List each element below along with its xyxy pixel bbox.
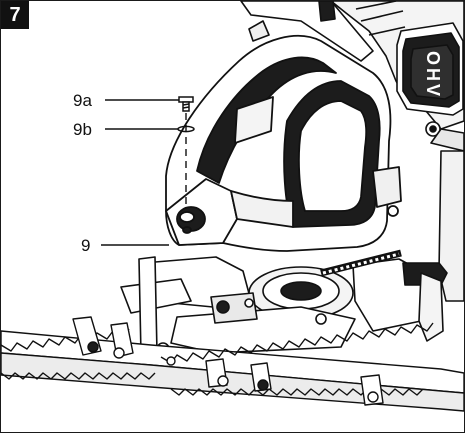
callout-label-9a: 9a [73,91,92,110]
callout-leaders [101,99,179,246]
callout-label-9b: 9b [73,120,92,139]
engine-block [330,1,464,302]
screw-9a [178,96,194,112]
callout-label-9: 9 [81,236,90,255]
figure-number-badge: 7 [1,1,29,29]
cutting-blade [1,316,464,412]
gearbox-base [120,249,448,356]
drive-shaft-tube [240,1,374,62]
engine-cover-lettering: OHV [423,51,443,99]
gear-housing-cover [165,34,402,252]
